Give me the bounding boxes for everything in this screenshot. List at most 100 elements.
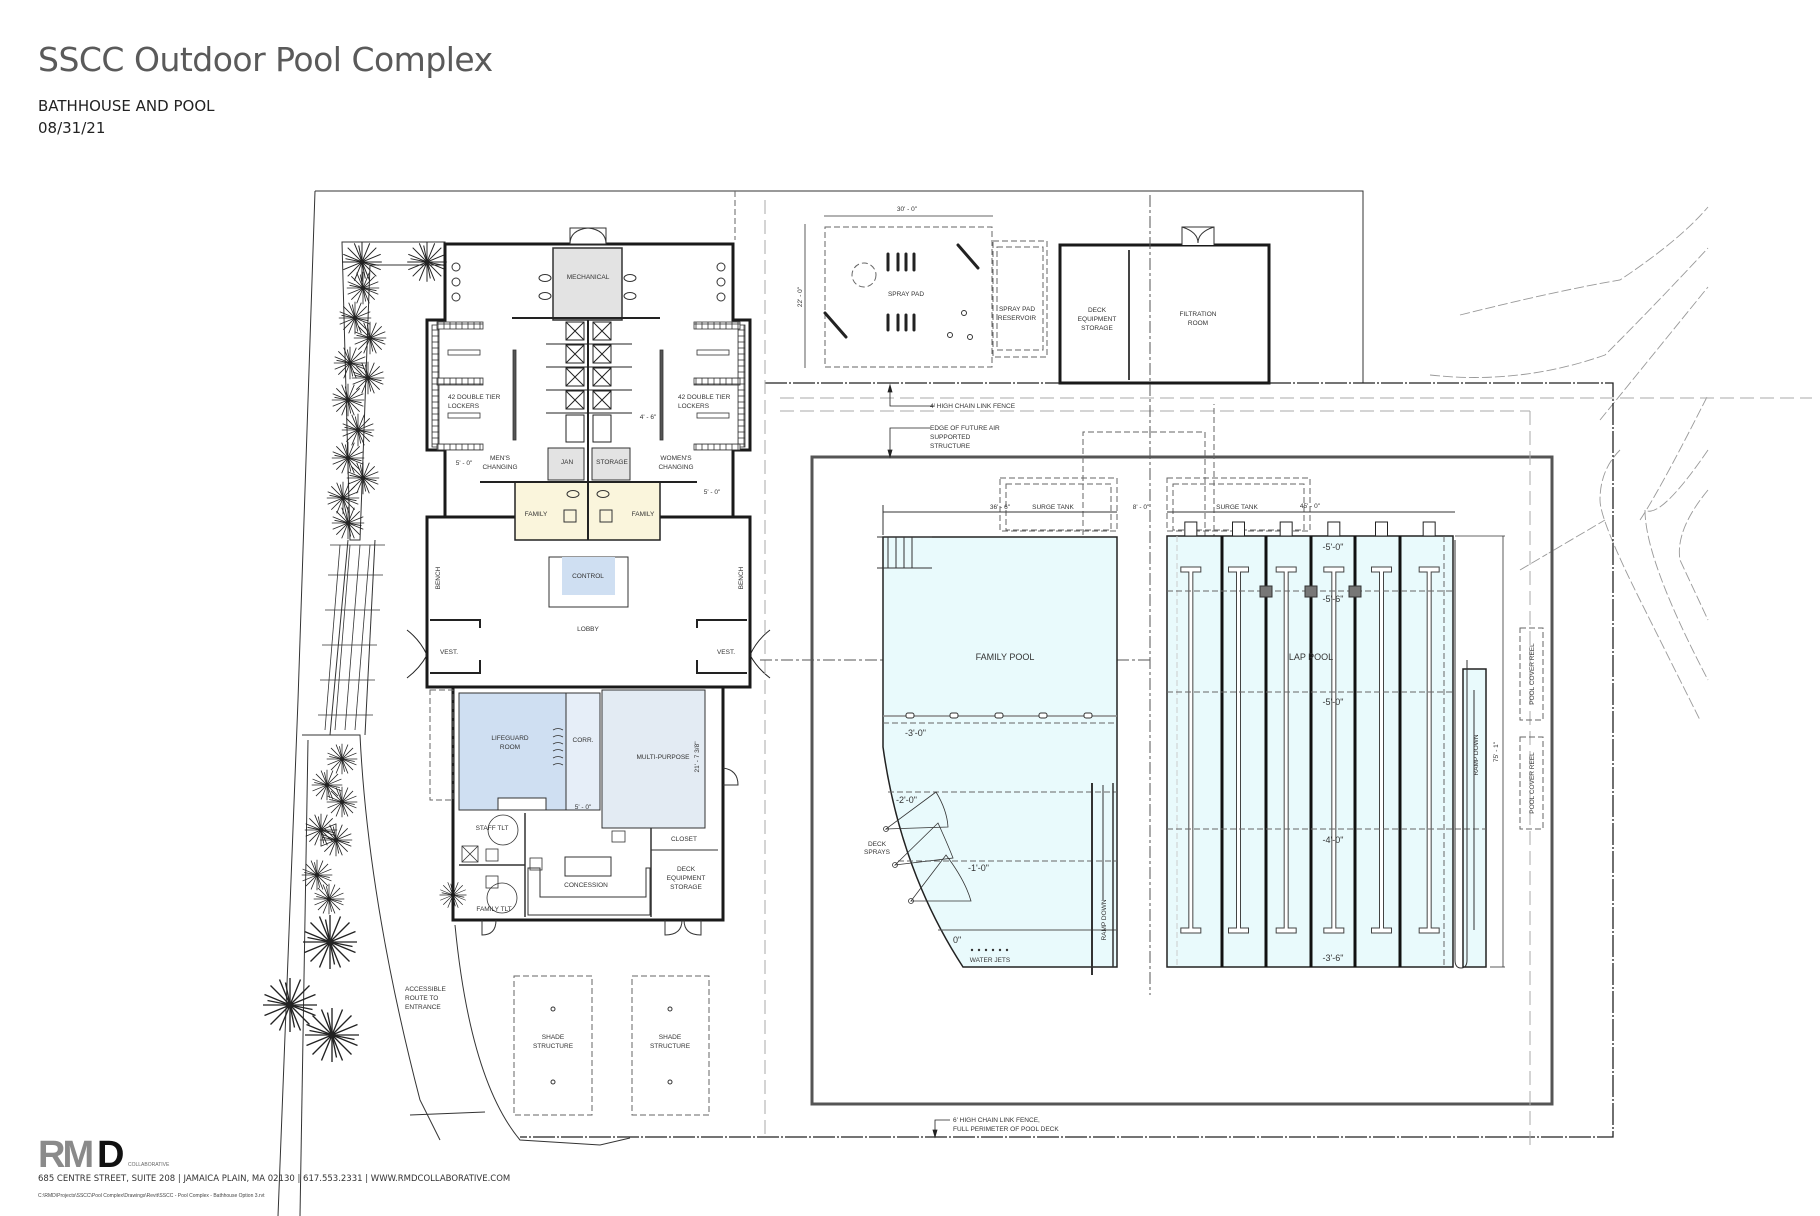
starting-block	[1232, 521, 1245, 537]
lane-target	[1180, 566, 1202, 934]
dim-multipurpose: 21' - 7 3/8"	[694, 741, 701, 773]
logo-letters-dark: D	[97, 1134, 124, 1176]
lane-lines	[1220, 536, 1402, 967]
label-closet: CLOSET	[671, 836, 697, 843]
label-lockers-men: 42 DOUBLE TIER	[448, 394, 501, 401]
tree-icon	[313, 883, 345, 915]
label-womens-changing-2: CHANGING	[658, 464, 693, 471]
tree-icon	[351, 361, 385, 395]
rmd-logo: RM D COLLABORATIVE	[38, 1134, 170, 1176]
dim-mens-clear: 5' - 0"	[456, 460, 473, 467]
surge-tank	[1166, 477, 1311, 532]
multipurpose-room	[601, 689, 706, 829]
tree-icon	[301, 859, 333, 891]
label-shade-2-2: STRUCTURE	[650, 1043, 691, 1050]
depth-label: -3'-0"	[905, 728, 926, 738]
note-air-structure: EDGE OF FUTURE AIR	[930, 425, 1000, 432]
tree-icon	[346, 271, 380, 305]
concession-counter	[527, 867, 651, 916]
depth-label: -5'-0"	[1323, 542, 1344, 552]
family-pool-basin	[882, 536, 1118, 968]
label-deck-storage-3: STORAGE	[670, 884, 702, 891]
lower-block	[451, 685, 725, 922]
footer-address: 685 CENTRE STREET, SUITE 208 | JAMAICA P…	[38, 1174, 511, 1184]
label-family-right: FAMILY	[632, 511, 655, 518]
spray-pad	[824, 226, 993, 368]
label-deck-storage: DECK	[677, 866, 696, 873]
label-equip-storage: DECK	[1088, 307, 1107, 314]
note-accessible-route: ACCESSIBLE	[405, 986, 446, 993]
lane-target	[1418, 566, 1440, 934]
label-surge-tank-lap: SURGE TANK	[1216, 504, 1258, 511]
shade-structures	[513, 975, 710, 1116]
label-equip-storage-2: EQUIPMENT	[1078, 316, 1117, 323]
label-bench-right: BENCH	[738, 566, 745, 589]
dim-locker-aisle: 4' - 6"	[640, 414, 657, 421]
label-multipurpose: MULTI-PURPOSE	[637, 754, 691, 761]
label-jan: JAN	[561, 459, 574, 466]
label-mens-changing: MEN'S	[490, 455, 511, 462]
contour-lines	[1429, 206, 1709, 721]
pool-cover-reel	[1519, 627, 1544, 721]
lane-target	[1371, 566, 1392, 934]
label-lockers-women-2: LOCKERS	[678, 403, 710, 410]
lane-target	[1228, 566, 1249, 934]
tree-icon	[353, 321, 387, 355]
drawing-date: 08/31/21	[38, 119, 106, 137]
drawing-title: SSCC Outdoor Pool Complex	[38, 40, 493, 79]
deck-spray-arcs	[883, 791, 972, 904]
dim-lap-length: 75' - 1"	[1493, 741, 1500, 762]
spray-area	[734, 190, 1812, 412]
depth-label: 0"	[953, 935, 961, 945]
room-labels: MECHANICAL 42 DOUBLE TIER LOCKERS 42 DOU…	[405, 206, 1536, 1133]
label-surge-tank-family: SURGE TANK	[1032, 504, 1074, 511]
depth-label: -5'-0"	[1323, 697, 1344, 707]
note-fence-6ft: 6' HIGH CHAIN LINK FENCE,	[953, 1117, 1040, 1124]
janitor-room	[547, 447, 585, 481]
label-cover-reel-1: POOL COVER REEL	[1529, 643, 1536, 705]
label-lobby: LOBBY	[577, 626, 599, 633]
label-lifeguard: LIFEGUARD	[491, 735, 529, 742]
dim-family-width: 36' - 6"	[990, 504, 1011, 511]
dim-spray-depth: 22' - 0"	[797, 286, 804, 307]
site-landscape	[262, 190, 735, 1216]
label-storage: STORAGE	[596, 459, 628, 466]
entry-steps	[318, 544, 385, 731]
lap-pool	[1166, 477, 1544, 969]
label-filtration: FILTRATION	[1180, 311, 1217, 318]
label-family-ramp: RAMP DOWN	[1101, 899, 1108, 940]
spray-pad-reservoir	[992, 240, 1048, 358]
equipment-building	[1058, 243, 1271, 385]
label-lap-pool: LAP POOL	[1289, 652, 1333, 662]
dim-spray-width: 30' - 0"	[897, 206, 918, 213]
starting-block	[1422, 521, 1436, 537]
label-shade-1-2: STRUCTURE	[533, 1043, 574, 1050]
dim-pool-gap: 8' - 0"	[1133, 504, 1150, 511]
label-family-left: FAMILY	[525, 511, 548, 518]
mechanical-room	[552, 247, 623, 321]
label-corr: CORR.	[573, 737, 594, 744]
air-structure-edge	[810, 455, 1554, 1106]
storage-room	[591, 447, 631, 481]
label-lockers-men-2: LOCKERS	[448, 403, 480, 410]
tree-icon	[331, 383, 365, 417]
label-spray-pad: SPRAY PAD	[888, 291, 924, 298]
surge-tank	[999, 477, 1118, 532]
lifeguard-room	[458, 692, 567, 811]
tree-icon	[333, 346, 367, 380]
label-equip-storage-3: STORAGE	[1081, 325, 1113, 332]
label-staff-tlt: STAFF TLT	[476, 825, 509, 832]
shower-stalls	[546, 320, 632, 540]
family-pool	[877, 477, 1118, 975]
depth-label: -2'-0"	[896, 795, 917, 805]
starting-block	[1375, 521, 1388, 537]
exterior-doors	[481, 767, 739, 936]
note-accessible-route-3: ENTRANCE	[405, 1004, 441, 1011]
depth-label: -4'-0"	[1323, 835, 1344, 845]
dim-lap-width: 45' - 0"	[1300, 503, 1321, 510]
lifeguard-hooks	[552, 728, 564, 766]
lane-target	[1275, 566, 1297, 934]
label-reservoir-2: RESERVOIR	[998, 315, 1036, 322]
label-mens-changing-2: CHANGING	[482, 464, 517, 471]
